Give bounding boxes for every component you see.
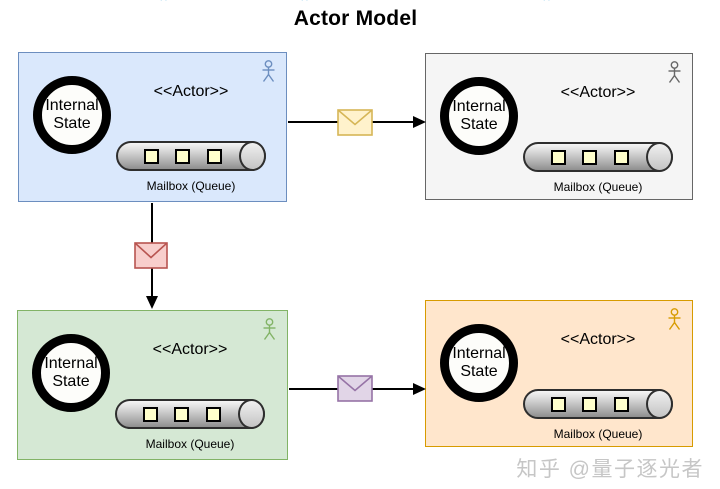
mailbox-queue-cylinder: [523, 389, 673, 419]
queue-message-cell: [614, 150, 629, 165]
actor-box-top-left: Internal State <<Actor>> Mailbox (Queue): [18, 52, 287, 202]
queue-cylinder-end: [646, 142, 673, 172]
actor-box-bottom-left: Internal State <<Actor>> Mailbox (Queue): [17, 310, 288, 460]
diagram-title: Actor Model: [293, 7, 418, 30]
queue-message-cell: [551, 397, 566, 412]
watermark: 知乎 @量子逐光者: [516, 458, 704, 481]
queue-message-cell: [614, 397, 629, 412]
message-envelope-bottom: [337, 375, 373, 402]
mailbox-label: Mailbox (Queue): [553, 427, 643, 441]
person-icon: [262, 318, 277, 341]
queue-message-cell: [582, 397, 597, 412]
arrow-bottom-left-to-bottom-right: [289, 383, 426, 395]
queue-message-cell: [174, 407, 189, 422]
arrow-top-left-to-bottom-left: [146, 203, 158, 309]
queue-message-cell: [144, 149, 159, 164]
mailbox-label: Mailbox (Queue): [553, 180, 643, 194]
message-envelope-top: [337, 109, 373, 136]
internal-state-label: Internal State: [44, 355, 98, 390]
internal-state-label: Internal State: [45, 97, 99, 132]
actor-stereotype-label: <<Actor>>: [560, 84, 636, 101]
top-crop-mark: '': [160, 0, 170, 8]
queue-message-cell: [206, 407, 221, 422]
top-crop-mark: '': [543, 0, 553, 8]
mailbox-queue-cylinder: [116, 141, 266, 171]
queue-message-cell: [143, 407, 158, 422]
queue-message-cell: [175, 149, 190, 164]
message-envelope-left: [134, 242, 168, 269]
actor-box-top-right: Internal State <<Actor>> Mailbox (Queue): [425, 53, 693, 200]
internal-state-label: Internal State: [452, 345, 506, 380]
actor-stereotype-label: <<Actor>>: [152, 341, 228, 358]
queue-cylinder-end: [238, 399, 265, 429]
internal-state-label: Internal State: [452, 98, 506, 133]
queue-message-cell: [207, 149, 222, 164]
mailbox-label: Mailbox (Queue): [145, 437, 235, 451]
queue-message-cell: [582, 150, 597, 165]
internal-state-circle: Internal State: [440, 77, 518, 155]
queue-cylinder-end: [239, 141, 266, 171]
internal-state-circle: Internal State: [440, 324, 518, 402]
internal-state-circle: Internal State: [33, 76, 111, 154]
internal-state-circle: Internal State: [32, 334, 110, 412]
person-icon: [667, 308, 682, 331]
mailbox-label: Mailbox (Queue): [146, 179, 236, 193]
arrow-top-left-to-top-right: [288, 116, 426, 128]
top-crop-mark: '': [301, 0, 311, 8]
actor-stereotype-label: <<Actor>>: [153, 83, 229, 100]
actor-box-bottom-right: Internal State <<Actor>> Mailbox (Queue): [425, 300, 693, 447]
mailbox-queue-cylinder: [523, 142, 673, 172]
queue-cylinder-end: [646, 389, 673, 419]
mailbox-queue-cylinder: [115, 399, 265, 429]
actor-stereotype-label: <<Actor>>: [560, 331, 636, 348]
person-icon: [667, 61, 682, 84]
person-icon: [261, 60, 276, 83]
queue-message-cell: [551, 150, 566, 165]
